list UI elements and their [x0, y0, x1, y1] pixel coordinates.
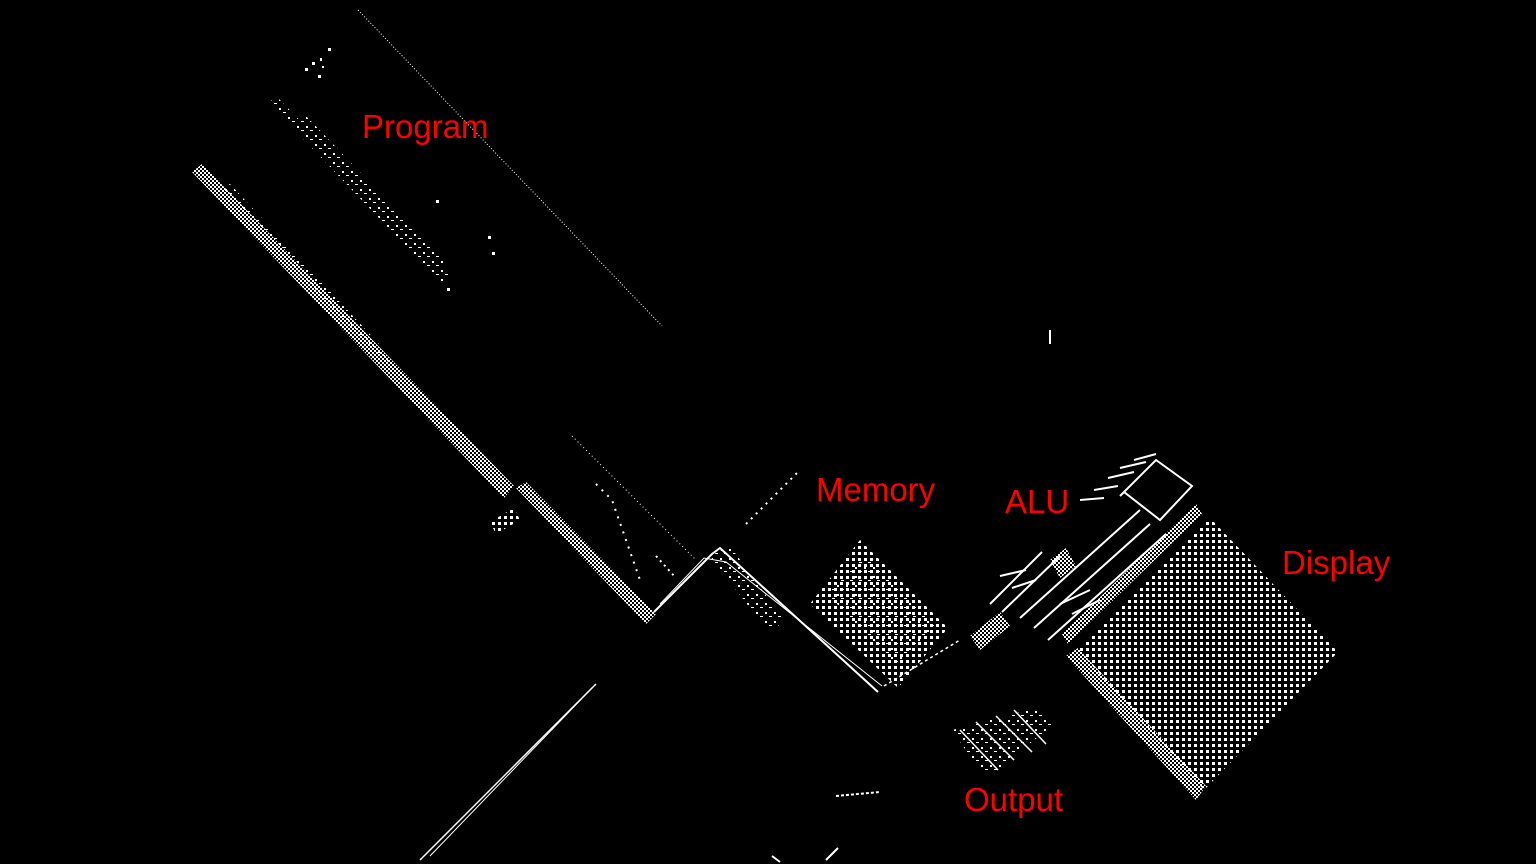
alu-adder-block	[970, 612, 1010, 650]
alu-region	[970, 330, 1194, 650]
memory-cell-array-overlay	[826, 552, 936, 668]
program-region	[192, 9, 697, 624]
program-rom-strip	[268, 98, 452, 284]
output-register	[952, 708, 1054, 774]
memory-address-line	[745, 471, 799, 525]
display-region	[1062, 504, 1338, 800]
alu-status-bit	[1049, 330, 1051, 344]
bottom-bus-line-2	[429, 687, 593, 857]
alu-carry-chain	[989, 453, 1194, 641]
control-region	[419, 471, 883, 863]
output-feed-line-3	[771, 855, 781, 863]
program-clock-line	[357, 9, 663, 327]
memory-region	[810, 540, 961, 688]
control-block	[710, 546, 784, 634]
program-rom-strip-2	[296, 116, 446, 268]
output-feed-line	[835, 791, 881, 797]
output-region	[952, 708, 1054, 774]
alu-label: ALU	[1005, 483, 1070, 520]
decoder-trace-3	[655, 555, 677, 579]
memory-label: Memory	[816, 471, 936, 508]
display-column-driver	[1066, 648, 1206, 800]
alu-gate-strip	[1050, 548, 1076, 578]
control-bus-1	[653, 546, 879, 693]
output-register-lines	[959, 709, 1047, 771]
display-row-driver	[1062, 504, 1202, 644]
bottom-bus-line	[419, 683, 597, 861]
program-counter-bus-inner	[222, 184, 392, 364]
program-label: Program	[362, 108, 489, 145]
memory-read-line	[883, 639, 961, 687]
output-label: Output	[964, 781, 1064, 818]
program-counter-bus	[192, 164, 514, 498]
display-label: Display	[1282, 544, 1391, 581]
decoder-trace	[571, 435, 697, 561]
decoder-stub	[490, 508, 520, 534]
decoder-bus	[516, 482, 656, 624]
program-bits	[305, 48, 495, 291]
display-pixel-matrix	[1078, 518, 1338, 790]
output-feed-line-2	[825, 847, 839, 861]
